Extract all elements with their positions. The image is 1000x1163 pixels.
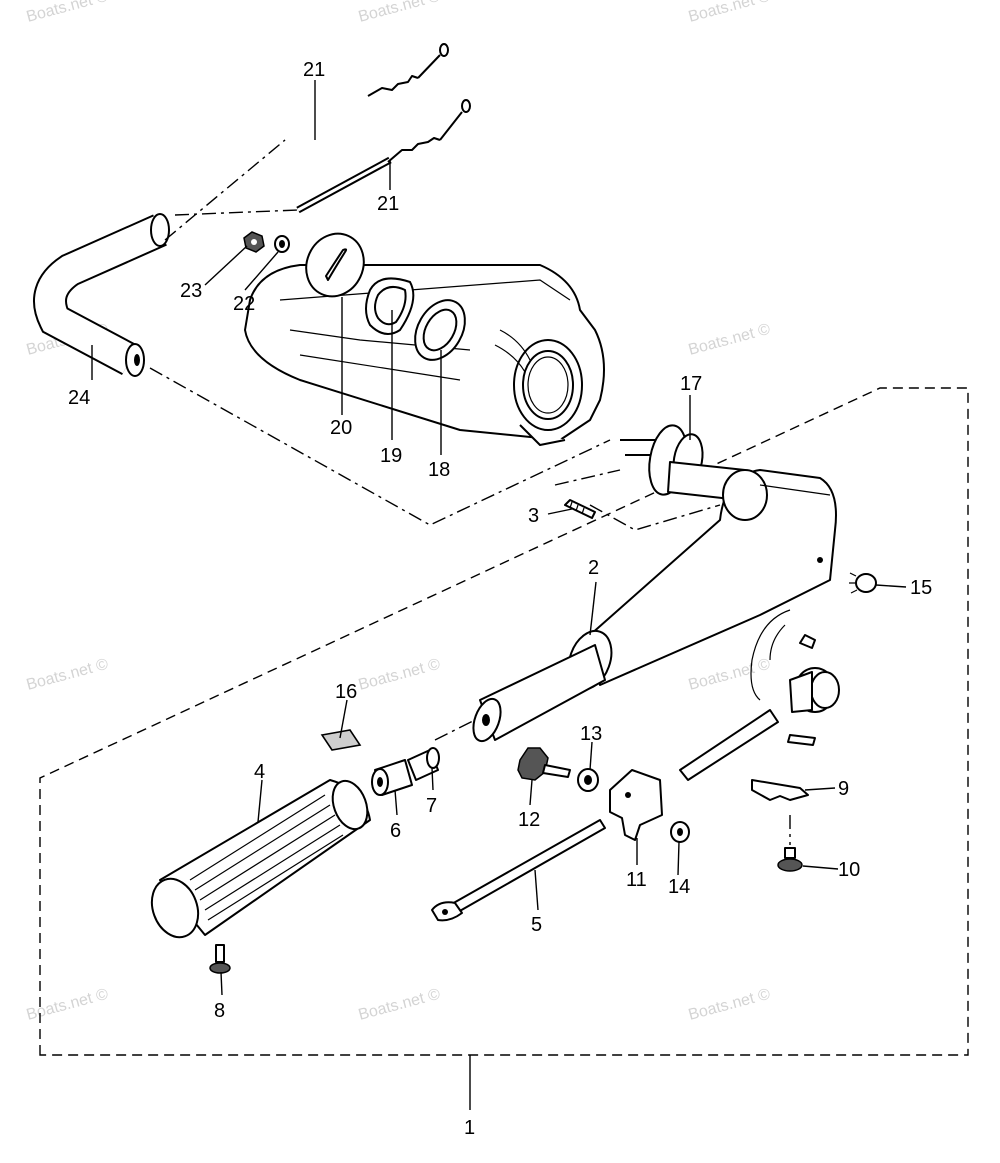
connection-line — [164, 139, 286, 241]
callout-5: 5 — [531, 914, 542, 936]
throttle-rod — [431, 819, 606, 922]
callout-2: 2 — [588, 557, 599, 579]
leader-lines — [91, 80, 907, 996]
callout-22: 22 — [233, 293, 255, 315]
watermark: Boats.net © — [687, 986, 773, 1024]
watermark: Boats.net © — [687, 656, 773, 694]
nut — [243, 231, 265, 253]
friction-knob — [517, 747, 571, 781]
callout-11: 11 — [626, 869, 647, 891]
callout-7: 7 — [426, 795, 437, 817]
watermark: Boats.net © — [687, 0, 773, 26]
bushing — [371, 759, 413, 796]
throttle-grip — [150, 779, 371, 939]
callout-19: 19 — [380, 445, 402, 467]
callout-24: 24 — [68, 387, 90, 409]
connection-line — [149, 367, 611, 526]
connection-line — [174, 209, 299, 216]
callout-labels: 1 2 3 4 5 6 7 8 9 10 11 12 13 14 15 16 1… — [68, 59, 932, 1139]
callout-17: 17 — [680, 373, 702, 395]
callout-18: 18 — [428, 459, 450, 481]
callout-8: 8 — [214, 1000, 225, 1022]
callout-15: 15 — [910, 577, 932, 599]
connection-line — [554, 469, 621, 486]
callout-16: 16 — [335, 681, 357, 703]
callout-21-upper: 21 — [303, 59, 325, 81]
callout-4: 4 — [254, 761, 265, 783]
throttle-cable-lower — [296, 99, 471, 214]
callout-9: 9 — [838, 778, 849, 800]
watermark: Boats.net © — [25, 0, 111, 26]
watermark: Boats.net © — [357, 0, 443, 26]
callout-23: 23 — [180, 280, 202, 302]
watermark: Boats.net © — [687, 321, 773, 359]
stud — [564, 499, 596, 519]
callout-1: 1 — [464, 1117, 475, 1139]
retainer-clip — [751, 779, 809, 801]
friction-washer — [577, 768, 599, 792]
indicator-knob — [849, 572, 877, 594]
watermark: Boats.net © — [357, 656, 443, 694]
callout-10: 10 — [838, 859, 860, 881]
friction-block — [609, 769, 663, 841]
callout-6: 6 — [390, 820, 401, 842]
gasket — [365, 277, 415, 335]
throttle-shaft-assembly — [679, 609, 840, 781]
screw — [777, 847, 803, 872]
adapter — [407, 747, 440, 781]
watermark: Boats.net © — [25, 986, 111, 1024]
grommet-ring — [414, 299, 466, 361]
callout-20: 20 — [330, 417, 352, 439]
watermark: Boats.net © — [25, 656, 111, 694]
tiller-arm — [472, 469, 837, 743]
grip-screw — [209, 944, 231, 974]
callout-12: 12 — [518, 809, 540, 831]
callout-3: 3 — [528, 505, 539, 527]
callout-14: 14 — [668, 876, 690, 898]
hose — [33, 213, 170, 377]
connection-line — [589, 504, 721, 531]
callout-13: 13 — [580, 723, 602, 745]
connection-line — [434, 719, 476, 741]
cover-plate — [305, 232, 365, 298]
block-nut — [670, 821, 690, 843]
throttle-cable-upper — [284, 43, 449, 142]
assembly-boundary — [39, 387, 969, 1056]
callout-21-lower: 21 — [377, 193, 399, 215]
washer — [274, 235, 290, 253]
watermark: Boats.net © — [357, 986, 443, 1024]
